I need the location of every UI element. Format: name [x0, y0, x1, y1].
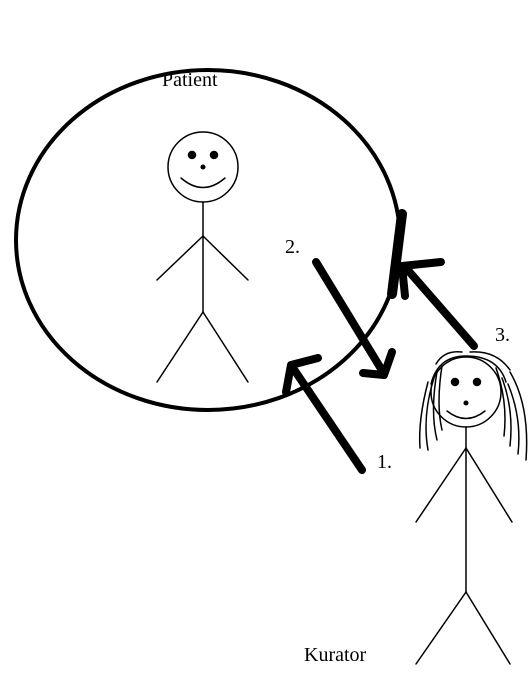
patient-right-leg — [203, 312, 248, 382]
curator-right-leg — [466, 592, 510, 664]
patient-nose — [201, 165, 205, 169]
curator-left-leg — [416, 592, 466, 664]
curator-hair — [420, 352, 527, 460]
step-2-label: 2. — [285, 237, 300, 257]
patient-figure — [157, 132, 248, 382]
curator-nose — [464, 401, 468, 405]
patient-left-eye — [189, 152, 196, 159]
curator-left-eye — [452, 379, 459, 386]
step-3-label: 3. — [495, 325, 510, 345]
patient-right-arm — [203, 236, 248, 280]
patient-right-eye — [211, 152, 218, 159]
curator-smile — [447, 411, 485, 419]
arrow-step-3 — [402, 262, 474, 346]
patient-left-leg — [157, 312, 203, 382]
step-1-label: 1. — [377, 452, 392, 472]
curator-right-arm — [466, 448, 512, 522]
patient-label: Patient — [162, 70, 218, 90]
curator-right-eye — [474, 379, 481, 386]
curator-figure — [416, 352, 527, 664]
patient-left-arm — [157, 236, 203, 280]
patient-smile — [181, 178, 225, 188]
curator-left-arm — [416, 448, 466, 522]
curator-label: Kurator — [304, 645, 366, 665]
